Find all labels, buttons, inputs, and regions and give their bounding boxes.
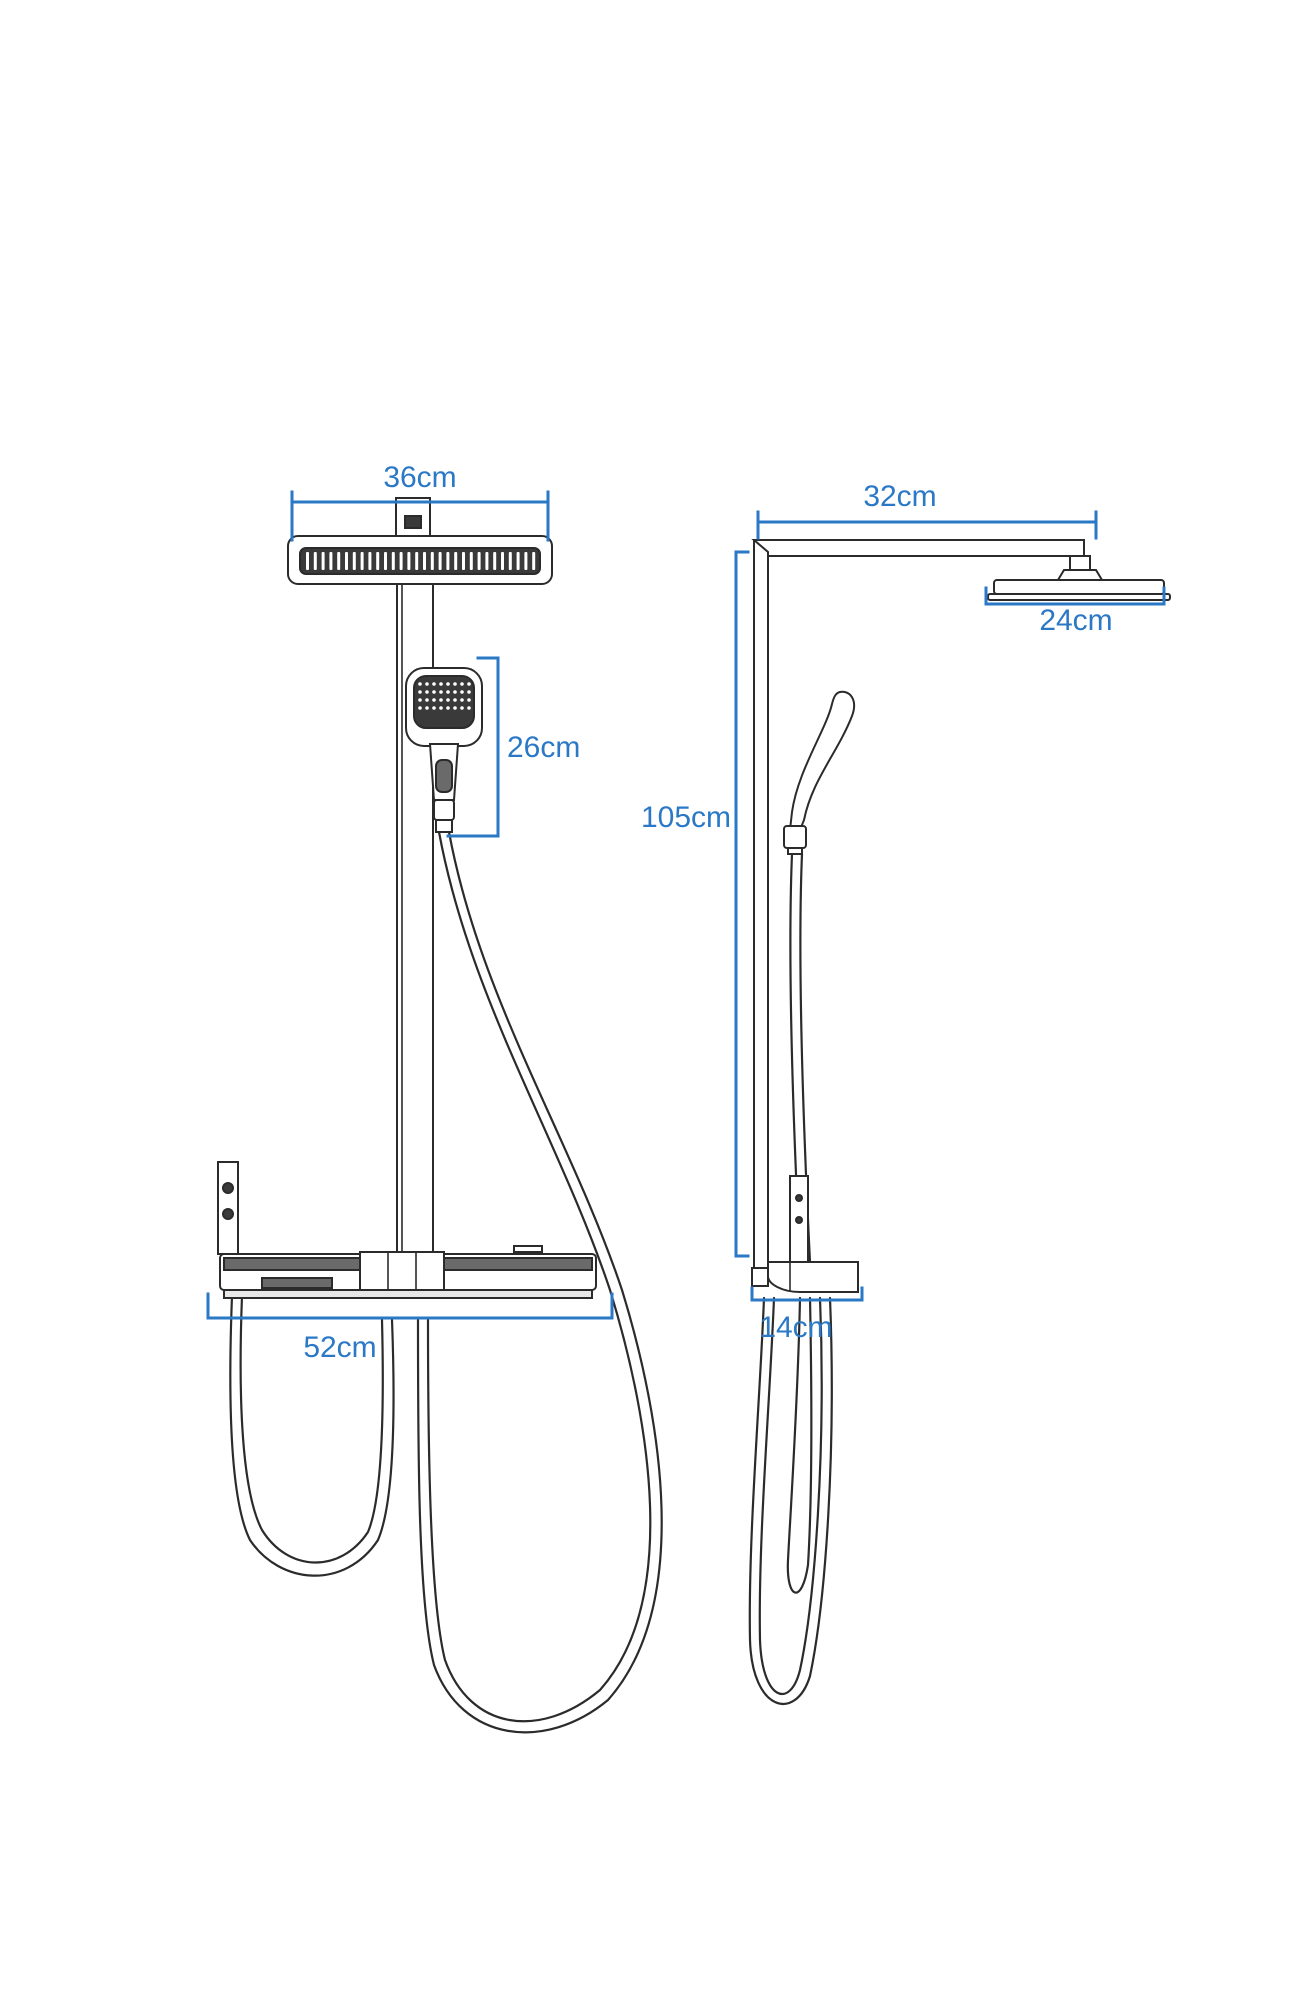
nozzle-hole [432, 698, 436, 702]
nozzle-slot [352, 552, 356, 570]
rain-head-connector [395, 497, 431, 537]
nozzle-hole [467, 706, 471, 710]
nozzle-slot [399, 552, 403, 570]
dimension-hand-height: 26cm [446, 656, 580, 838]
nozzle-slot [477, 552, 481, 570]
nozzle-slot [384, 552, 387, 570]
nozzle-hole [453, 706, 457, 710]
nozzle-hole [425, 682, 429, 686]
nozzle-slot [462, 552, 465, 570]
nozzle-slot [337, 552, 341, 570]
nozzle-slot [313, 552, 317, 570]
dimension-label-26cm: 26cm [507, 731, 580, 764]
nozzle-hole [460, 690, 464, 694]
nozzle-slot [407, 552, 411, 570]
dimension-label-52cm: 52cm [303, 1331, 376, 1364]
mixer-shelf [219, 1245, 597, 1299]
nozzle-hole [446, 690, 450, 694]
dimension-label-14cm: 14cm [759, 1311, 832, 1344]
nozzle-slot [391, 552, 395, 570]
nozzle-hole [446, 698, 450, 702]
dimension-head-diameter: 24cm [984, 586, 1166, 637]
nozzle-hole [439, 690, 443, 694]
side-column [753, 539, 769, 1269]
nozzle-hole [460, 682, 464, 686]
nozzle-hole [425, 690, 429, 694]
nozzle-hole [425, 698, 429, 702]
dimension-column-height: 105cm [641, 550, 750, 1258]
side-view: 32cm 24cm 105cm 14cm [641, 480, 1171, 1705]
nozzle-slot [430, 552, 434, 570]
nozzle-slot [438, 552, 442, 570]
nozzle-hole [467, 682, 471, 686]
nozzle-slot [376, 552, 380, 570]
nozzle-hole [418, 690, 422, 694]
nozzle-slot [516, 552, 520, 570]
nozzle-hole [439, 706, 443, 710]
rain-shower-head [287, 535, 553, 585]
nozzle-slot [321, 552, 325, 570]
nozzle-hole [418, 706, 422, 710]
nozzle-slot [454, 552, 458, 570]
wall-bracket [217, 1161, 239, 1255]
front-hose [416, 830, 663, 1734]
nozzle-hole [446, 682, 450, 686]
nozzle-hole [418, 698, 422, 702]
dimension-label-36cm: 36cm [383, 461, 456, 494]
nozzle-hole [467, 698, 471, 702]
nozzle-hole [453, 698, 457, 702]
nozzle-hole [432, 690, 436, 694]
side-hand-shower [783, 690, 856, 855]
front-view: 36cm 26cm 52cm [206, 461, 663, 1734]
nozzle-slot [485, 552, 489, 570]
nozzle-slot [508, 552, 512, 570]
dimension-label-24cm: 24cm [1039, 604, 1112, 637]
nozzle-slot [329, 552, 333, 570]
nozzle-slot [469, 552, 473, 570]
hand-shower [405, 667, 483, 833]
nozzle-hole [453, 682, 457, 686]
nozzle-hole [467, 690, 471, 694]
dimension-shelf-width: 52cm [206, 1292, 614, 1364]
front-left-hose [229, 1294, 395, 1577]
nozzle-slot [368, 552, 372, 570]
nozzle-slot [532, 552, 536, 570]
nozzle-hole [460, 698, 464, 702]
nozzle-slot [415, 552, 419, 570]
nozzle-slot [306, 552, 309, 570]
nozzle-hole [453, 690, 457, 694]
dimension-label-105cm: 105cm [641, 801, 731, 834]
nozzle-hole [439, 682, 443, 686]
nozzle-hole [418, 682, 422, 686]
side-arm [751, 539, 1085, 557]
nozzle-slot [423, 552, 426, 570]
side-shelf [751, 1261, 859, 1293]
side-rain-head [987, 555, 1171, 601]
nozzle-hole [439, 698, 443, 702]
nozzle-slot [360, 552, 364, 570]
side-valve-box [789, 1175, 809, 1265]
nozzle-slot [524, 552, 528, 570]
nozzle-slot [501, 552, 504, 570]
nozzle-hole [432, 706, 436, 710]
nozzle-slot [493, 552, 497, 570]
nozzle-slot [345, 552, 348, 570]
nozzle-hole [432, 682, 436, 686]
nozzle-hole [460, 706, 464, 710]
dimension-arm-length: 32cm [756, 480, 1098, 540]
nozzle-slot [446, 552, 450, 570]
dimension-rain-width: 36cm [290, 461, 550, 542]
nozzle-hole [425, 706, 429, 710]
dimension-shelf-depth: 14cm [750, 1286, 864, 1344]
dimension-label-32cm: 32cm [863, 480, 936, 513]
nozzle-hole [446, 706, 450, 710]
